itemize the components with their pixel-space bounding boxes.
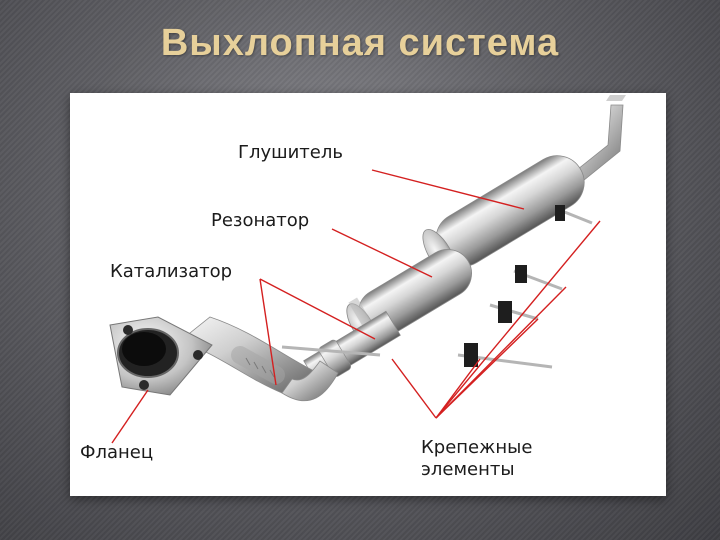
leader-catalyst-b bbox=[259, 278, 277, 386]
leader-flange bbox=[111, 389, 149, 444]
label-muffler: Глушитель bbox=[238, 142, 343, 163]
label-resonator: Резонатор bbox=[211, 210, 310, 231]
leader-catalyst-a bbox=[259, 278, 376, 340]
catalyst-pipe bbox=[179, 316, 339, 402]
slide-title: Выхлопная система bbox=[160, 22, 560, 64]
leader-lines bbox=[111, 169, 601, 444]
leader-muffler bbox=[371, 169, 525, 210]
label-flange: Фланец bbox=[80, 442, 154, 463]
exhaust-illustration bbox=[109, 95, 626, 444]
exhaust-diagram: Глушитель Резонатор Катализатор Фланец К… bbox=[70, 93, 666, 496]
mounting-hangers bbox=[281, 205, 593, 369]
leader-mount-4 bbox=[435, 358, 481, 419]
label-mounting-elements: Крепежные элементы bbox=[421, 437, 533, 480]
leader-mount-3 bbox=[435, 318, 539, 419]
label-catalyst: Катализатор bbox=[110, 261, 233, 282]
leader-resonator bbox=[331, 228, 433, 278]
flange bbox=[109, 316, 213, 396]
leader-mount-1 bbox=[435, 220, 601, 419]
leader-mount-5 bbox=[391, 358, 437, 419]
